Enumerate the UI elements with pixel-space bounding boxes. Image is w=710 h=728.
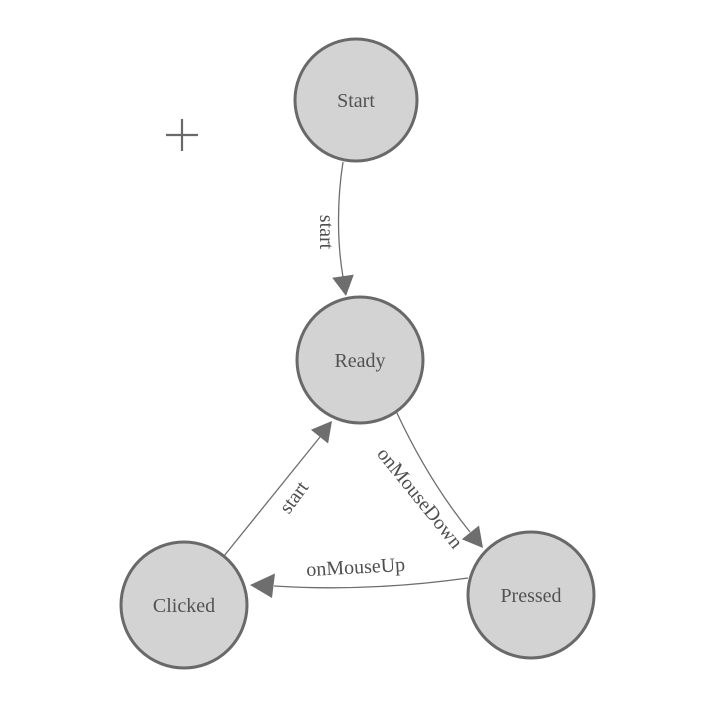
arrowhead-into-ready-bottom xyxy=(310,421,332,444)
state-node-ready[interactable]: Ready xyxy=(295,295,425,425)
edge-label-start-top: start xyxy=(315,215,337,250)
transition-pressed-to-clicked: onMouseUp xyxy=(250,554,469,598)
edge-label-onmouseup: onMouseUp xyxy=(306,554,406,581)
arrowhead-into-ready-top xyxy=(332,274,354,296)
edge-line-pressed-to-clicked[interactable] xyxy=(273,577,469,589)
arrowhead-into-clicked xyxy=(250,573,275,598)
state-circle-pressed[interactable] xyxy=(466,530,596,660)
state-label-start: Start xyxy=(337,90,375,112)
transition-clicked-to-ready: start xyxy=(223,421,332,557)
plus-crosshair-icon xyxy=(166,119,198,151)
state-node-pressed[interactable]: Pressed xyxy=(466,530,596,660)
transition-ready-to-pressed: onMouseDown xyxy=(372,410,483,553)
state-circle-ready[interactable] xyxy=(295,295,425,425)
edge-line-ready-to-pressed[interactable] xyxy=(395,410,471,533)
edge-label-start-bottom: start xyxy=(275,477,313,518)
state-circle-start[interactable] xyxy=(293,37,419,163)
edge-label-onmousedown: onMouseDown xyxy=(372,443,467,553)
state-node-clicked[interactable]: Clicked xyxy=(119,540,249,670)
arrowhead-into-pressed xyxy=(461,525,483,548)
state-node-start[interactable]: Start xyxy=(293,37,419,163)
state-label-pressed: Pressed xyxy=(500,585,561,607)
transition-start-to-ready: start xyxy=(315,161,354,296)
state-circle-clicked[interactable] xyxy=(119,540,249,670)
edge-line-clicked-to-ready[interactable] xyxy=(223,436,321,557)
edge-line-start-to-ready[interactable] xyxy=(337,161,344,278)
state-label-clicked: Clicked xyxy=(153,595,215,617)
state-label-ready: Ready xyxy=(334,350,385,372)
